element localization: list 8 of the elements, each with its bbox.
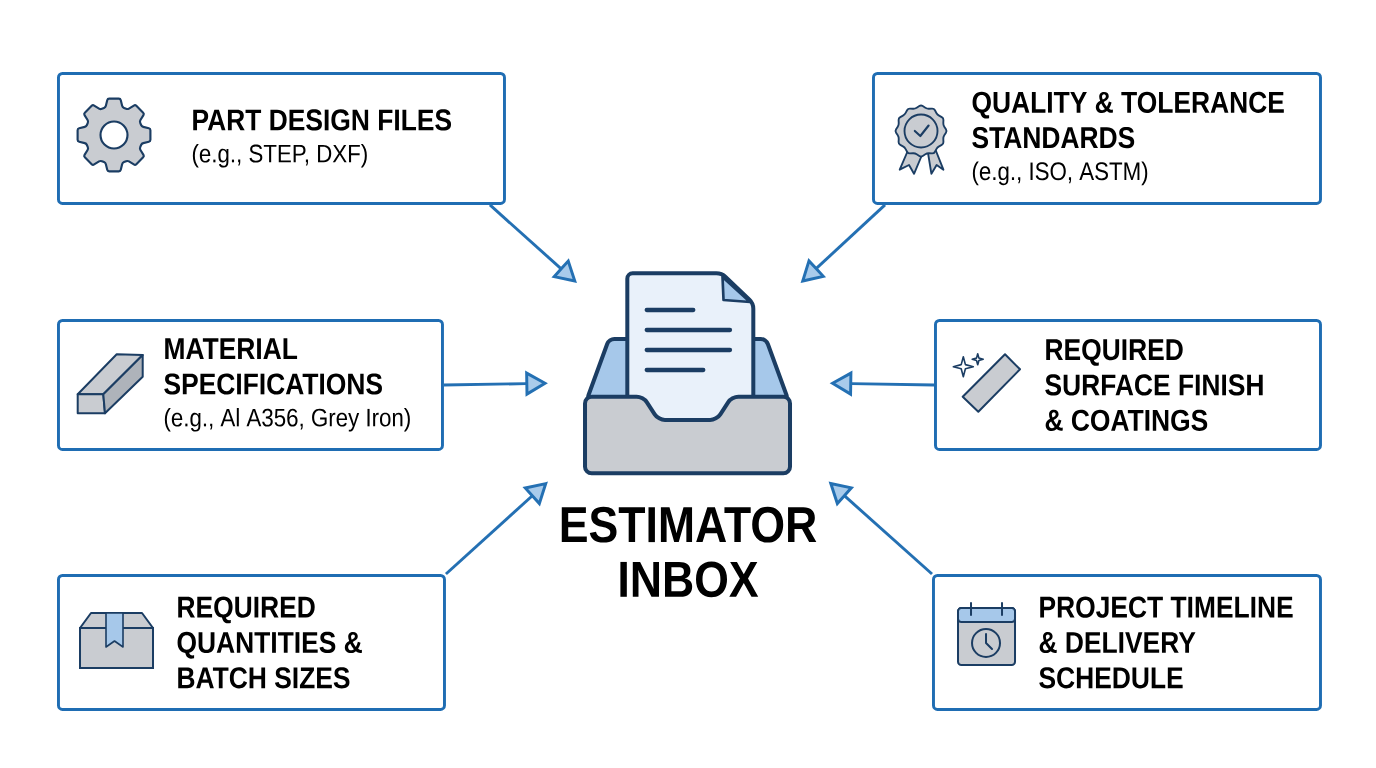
inbox-label: ESTIMATOR INBOX — [561, 506, 817, 598]
info-box: PROJECT TIMELINE & DELIVERY SCHEDULE — [932, 574, 1322, 711]
info-box: MATERIAL SPECIFICATIONS (e.g., Al A356, Grey Iron) — [57, 319, 444, 451]
arrow — [488, 203, 577, 283]
info-box: REQUIRED QUANTITIES & BATCH SIZES — [57, 574, 446, 711]
info-box: PART DESIGN FILES (e.g., STEP, DXF) — [57, 72, 506, 205]
info-box: REQUIRED SURFACE FINISH & COATINGS — [934, 319, 1322, 451]
info-box: QUALITY & TOLERANCE STANDARDS (e.g., ISO, ASTM) — [872, 72, 1322, 205]
